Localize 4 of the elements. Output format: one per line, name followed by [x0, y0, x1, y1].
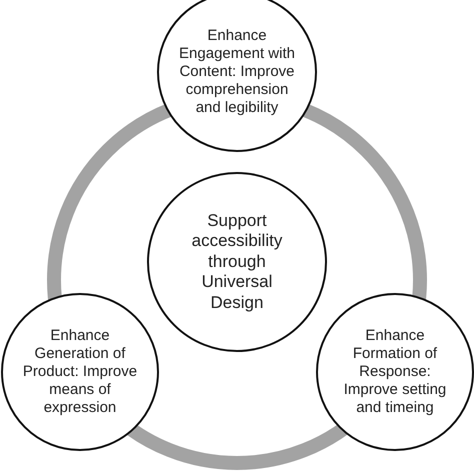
node-text: Enhance Generation of Product: Improve means of expression: [22, 327, 138, 417]
node-text: Enhance Engagement with Content: Improve comprehension and legibility: [178, 27, 296, 117]
node-text: Enhance Formation of Response: Improve setting and timeing: [342, 327, 448, 417]
node-text: Support accessibility through Universal Design: [190, 211, 284, 313]
